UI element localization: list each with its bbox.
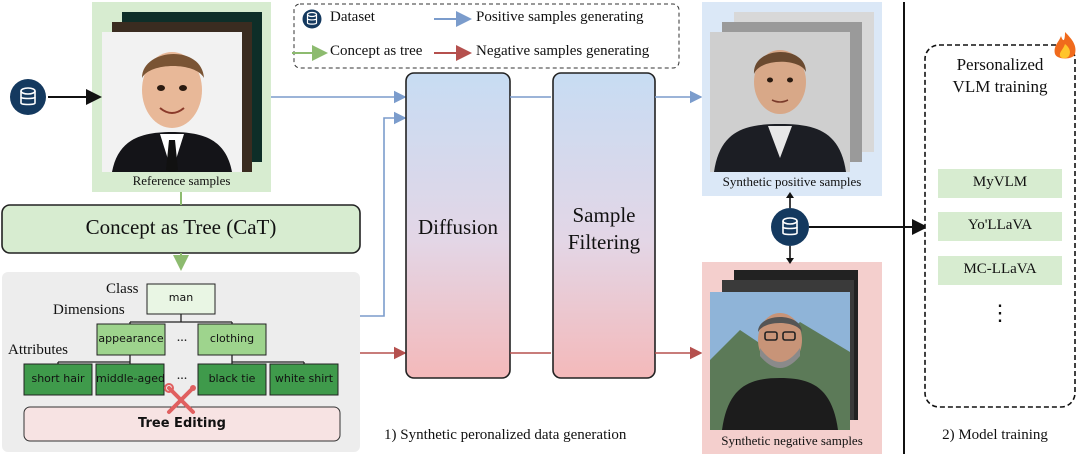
negative-caption: Synthetic negative samples [721,433,863,448]
model-box-mcllava [938,256,1062,285]
tree-attr-2-text: middle-aged [96,372,166,385]
tools-icon [164,383,196,414]
tree-node-dim-clothing [197,323,267,356]
diffusion-block [405,72,511,379]
tree-dim-clothing-text: clothing [209,332,255,345]
legend-box [293,3,680,69]
tree-node-attr-4 [269,363,339,396]
tree-attr-4-text: white shirt [274,372,334,385]
tree-class-text: man [168,291,194,304]
model-box-yollava [938,212,1062,241]
reference-person-illustration [112,52,232,172]
tree-dim-appearance-text: appearance [98,332,164,345]
filtering-label-line2: Filtering [567,230,641,254]
model-list-ellipsis: ⋮ [989,300,1011,325]
cat-title: Concept as Tree (CaT) [85,215,277,239]
negative-person-illustration [710,313,850,430]
tree-node-attr-1 [23,363,93,396]
tree-class-label: Class [106,281,139,297]
dataset-icon-left [10,79,46,115]
database-glyph-left [20,87,36,106]
tree-attr-ellipsis: ... [176,368,188,383]
tree-to-diffusion-arrow [360,111,407,317]
tree-node-class [146,283,216,315]
legend-dataset-label: Dataset [330,9,375,25]
legend-concept-tree-label: Concept as tree [330,43,423,59]
legend-negative-label: Negative samples generating [476,43,650,59]
tree-editing-box [23,406,341,442]
positive-caption: Synthetic positive samples [722,174,862,189]
stage1-caption: 1) Synthetic peronalized data generation [384,427,627,443]
database-glyph-center [782,217,798,236]
model-myvlm-label: MyVLM [972,174,1028,190]
tree-attributes-label: Attributes [8,342,68,358]
tree-attr-3-text: black tie [208,372,256,385]
positive-person-illustration [714,50,846,172]
model-box-myvlm [938,169,1062,198]
tree-attr-1-text: short hair [31,372,85,385]
tree-dimensions-label: Dimensions [53,302,125,318]
tree-editing-text: Tree Editing [138,416,226,431]
training-title-line1: Personalized [956,55,1044,74]
fire-icon [1054,32,1076,59]
tree-node-dim-appearance [96,323,166,356]
legend-dataset-icon [302,9,322,29]
tree-node-attr-3 [197,363,267,396]
reference-caption: Reference samples [132,173,231,188]
tree-dim-ellipsis: ... [176,330,188,345]
diffusion-label: Diffusion [417,215,499,239]
legend-positive-label: Positive samples generating [476,9,644,25]
training-title-line2: VLM training [952,77,1048,96]
model-mcllava-label: MC-LLaVA [963,261,1037,277]
stage2-caption: 2) Model training [942,427,1048,443]
filtering-block [552,72,656,379]
tree-node-attr-2 [95,363,165,396]
model-yollava-label: Yo'LLaVA [967,217,1033,233]
dataset-icon-center [771,208,809,246]
filtering-label-line1: Sample [572,203,636,227]
